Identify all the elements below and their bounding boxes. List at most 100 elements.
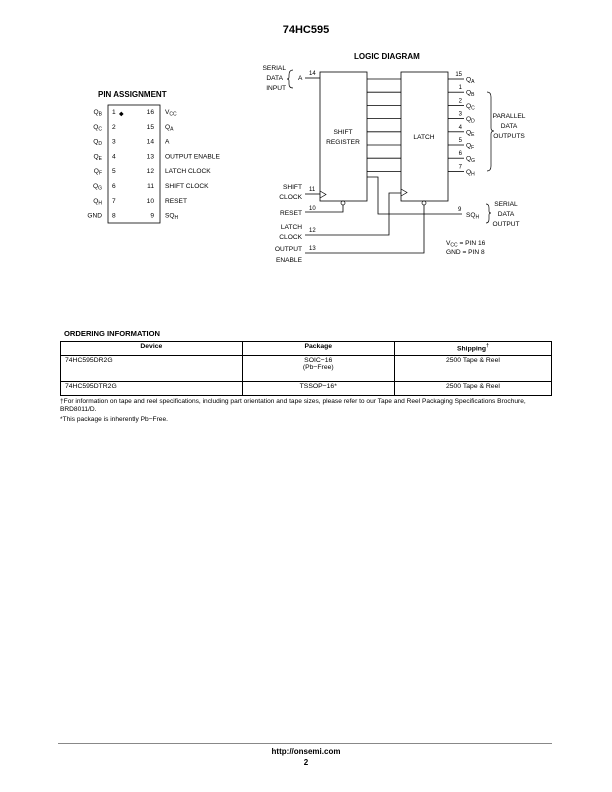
pin11-label: 11 — [309, 187, 316, 193]
pin-number-right: 10 — [147, 198, 155, 205]
output-pin-number: 7 — [459, 164, 463, 170]
pin1-marker: ◆ — [119, 112, 124, 118]
output-enable-label: OUTPUT ENABLE — [275, 246, 303, 264]
output-name: QG — [466, 156, 475, 165]
ordering-table: Device Package Shipping† 74HC595DR2G SOI… — [60, 341, 553, 396]
reset-inversion-bubble — [340, 200, 346, 206]
pin14-label: 14 — [309, 71, 316, 77]
page-title: 74HC595 — [282, 24, 330, 36]
output-pin-number: 15 — [455, 72, 462, 78]
output-name: QD — [466, 116, 475, 125]
shift-register-block — [319, 71, 368, 202]
pin-number-right: 12 — [147, 168, 155, 175]
table-header-row: Device Package Shipping† — [60, 341, 553, 356]
serial-output-brace — [485, 203, 492, 224]
table-row: 74HC595DR2G SOIC−16(Pb−Free) 2500 Tape &… — [60, 355, 553, 382]
pin-name-right: QA — [165, 124, 174, 133]
pin-number-right: 11 — [147, 183, 154, 190]
svg-text:OUTPUT: OUTPUT — [275, 246, 302, 253]
serial-input-brace — [286, 69, 294, 89]
output-enable-line — [305, 205, 425, 254]
pin-name-right: VCC — [165, 109, 177, 118]
footer-url[interactable]: http://onsemi.com — [271, 747, 341, 756]
pin-name-right: SHIFT CLOCK — [165, 183, 209, 190]
package-cell: TSSOP−16* — [241, 381, 395, 396]
output-name: QH — [466, 169, 475, 178]
svg-text:OUTPUTS: OUTPUTS — [493, 133, 525, 140]
parallel-outputs-brace — [486, 91, 495, 172]
output-pin-number: 6 — [459, 151, 463, 157]
pin9-label: 9 — [458, 207, 462, 213]
pin-name-left: QD — [93, 139, 102, 148]
pin-assignment-title: PIN ASSIGNMENT — [98, 90, 167, 99]
pin-number-left: 3 — [112, 139, 116, 146]
pin13-label: 13 — [309, 246, 316, 252]
latch-label: LATCH — [413, 134, 434, 141]
shipping-cell: 2500 Tape & Reel — [393, 381, 553, 396]
output-pin-number: 1 — [459, 85, 463, 91]
header-package: Package — [241, 341, 395, 356]
output-pin-number: 5 — [459, 138, 463, 144]
pin-number-right: 9 — [150, 213, 154, 220]
pin-name-left: QH — [93, 198, 102, 207]
pin-name-right: A — [165, 139, 170, 146]
pin-number-left: 5 — [112, 168, 116, 175]
vcc-pin-note: VCC = PIN 16 — [446, 240, 486, 249]
pin-number-left: 2 — [112, 124, 116, 131]
pin-name-left: QF — [94, 168, 102, 177]
output-name: QF — [466, 143, 474, 152]
svg-text:SERIAL: SERIAL — [263, 65, 287, 72]
pin-number-left: 7 — [112, 198, 116, 205]
pin10-label: 10 — [309, 206, 316, 212]
gnd-pin-note: GND = PIN 8 — [446, 249, 485, 256]
parallel-data-outputs-label: PARALLEL DATA OUTPUTS — [493, 113, 526, 140]
shift-clock-label: SHIFT CLOCK — [279, 184, 302, 201]
pin-number-left: 6 — [112, 183, 116, 190]
sqh-output-label: SQH — [466, 212, 480, 221]
pin-number-left: 1 — [112, 109, 116, 116]
pin-name-left: QB — [94, 109, 103, 118]
pin-name-right: SQH — [165, 213, 179, 222]
pin-number-right: 16 — [147, 109, 155, 116]
footnote-pb-free: *This package is inherently Pb−Free. — [60, 416, 168, 423]
footnote-tape-reel: †For information on tape and reel specif… — [60, 398, 526, 413]
pin-name-left: GND — [87, 213, 102, 220]
pin-number-right: 13 — [147, 153, 155, 160]
svg-text:LATCH: LATCH — [281, 224, 302, 231]
reset-line — [305, 205, 344, 213]
output-pin-number: 3 — [459, 112, 463, 118]
pin-name-right: RESET — [165, 198, 187, 205]
svg-text:CLOCK: CLOCK — [279, 234, 302, 241]
pin-number-left: 8 — [112, 213, 116, 220]
pin-name-left: QG — [93, 183, 102, 192]
pin-name-left: QE — [94, 153, 103, 162]
output-name: QA — [466, 77, 475, 86]
footer-divider — [58, 743, 552, 744]
package-cell: SOIC−16(Pb−Free) — [241, 355, 395, 382]
pin-name-left: QC — [93, 124, 102, 133]
pin-name-right: OUTPUT ENABLE — [165, 153, 220, 160]
device-cell: 74HC595DTR2G — [60, 381, 243, 396]
register-to-latch-lines — [367, 78, 401, 172]
output-name: QE — [466, 129, 475, 138]
latch-clock-label: LATCH CLOCK — [279, 224, 302, 241]
pin12-label: 12 — [309, 228, 316, 234]
header-shipping: Shipping† — [393, 341, 553, 356]
shipping-cell: 2500 Tape & Reel — [393, 355, 553, 382]
serial-data-input-label: SERIAL DATA INPUT — [263, 65, 287, 92]
svg-text:DATA: DATA — [501, 123, 518, 130]
svg-text:DATA: DATA — [498, 211, 515, 218]
page-number: 2 — [303, 758, 309, 767]
output-name: QB — [466, 90, 475, 99]
output-enable-inversion-bubble — [421, 200, 427, 206]
device-cell: 74HC595DR2G — [60, 355, 243, 382]
shift-register-label-1: SHIFT — [333, 129, 352, 136]
serial-output-line — [367, 176, 462, 215]
output-pin-number: 4 — [459, 125, 463, 131]
ordering-info-title: ORDERING INFORMATION — [64, 329, 161, 338]
header-device: Device — [60, 341, 243, 356]
